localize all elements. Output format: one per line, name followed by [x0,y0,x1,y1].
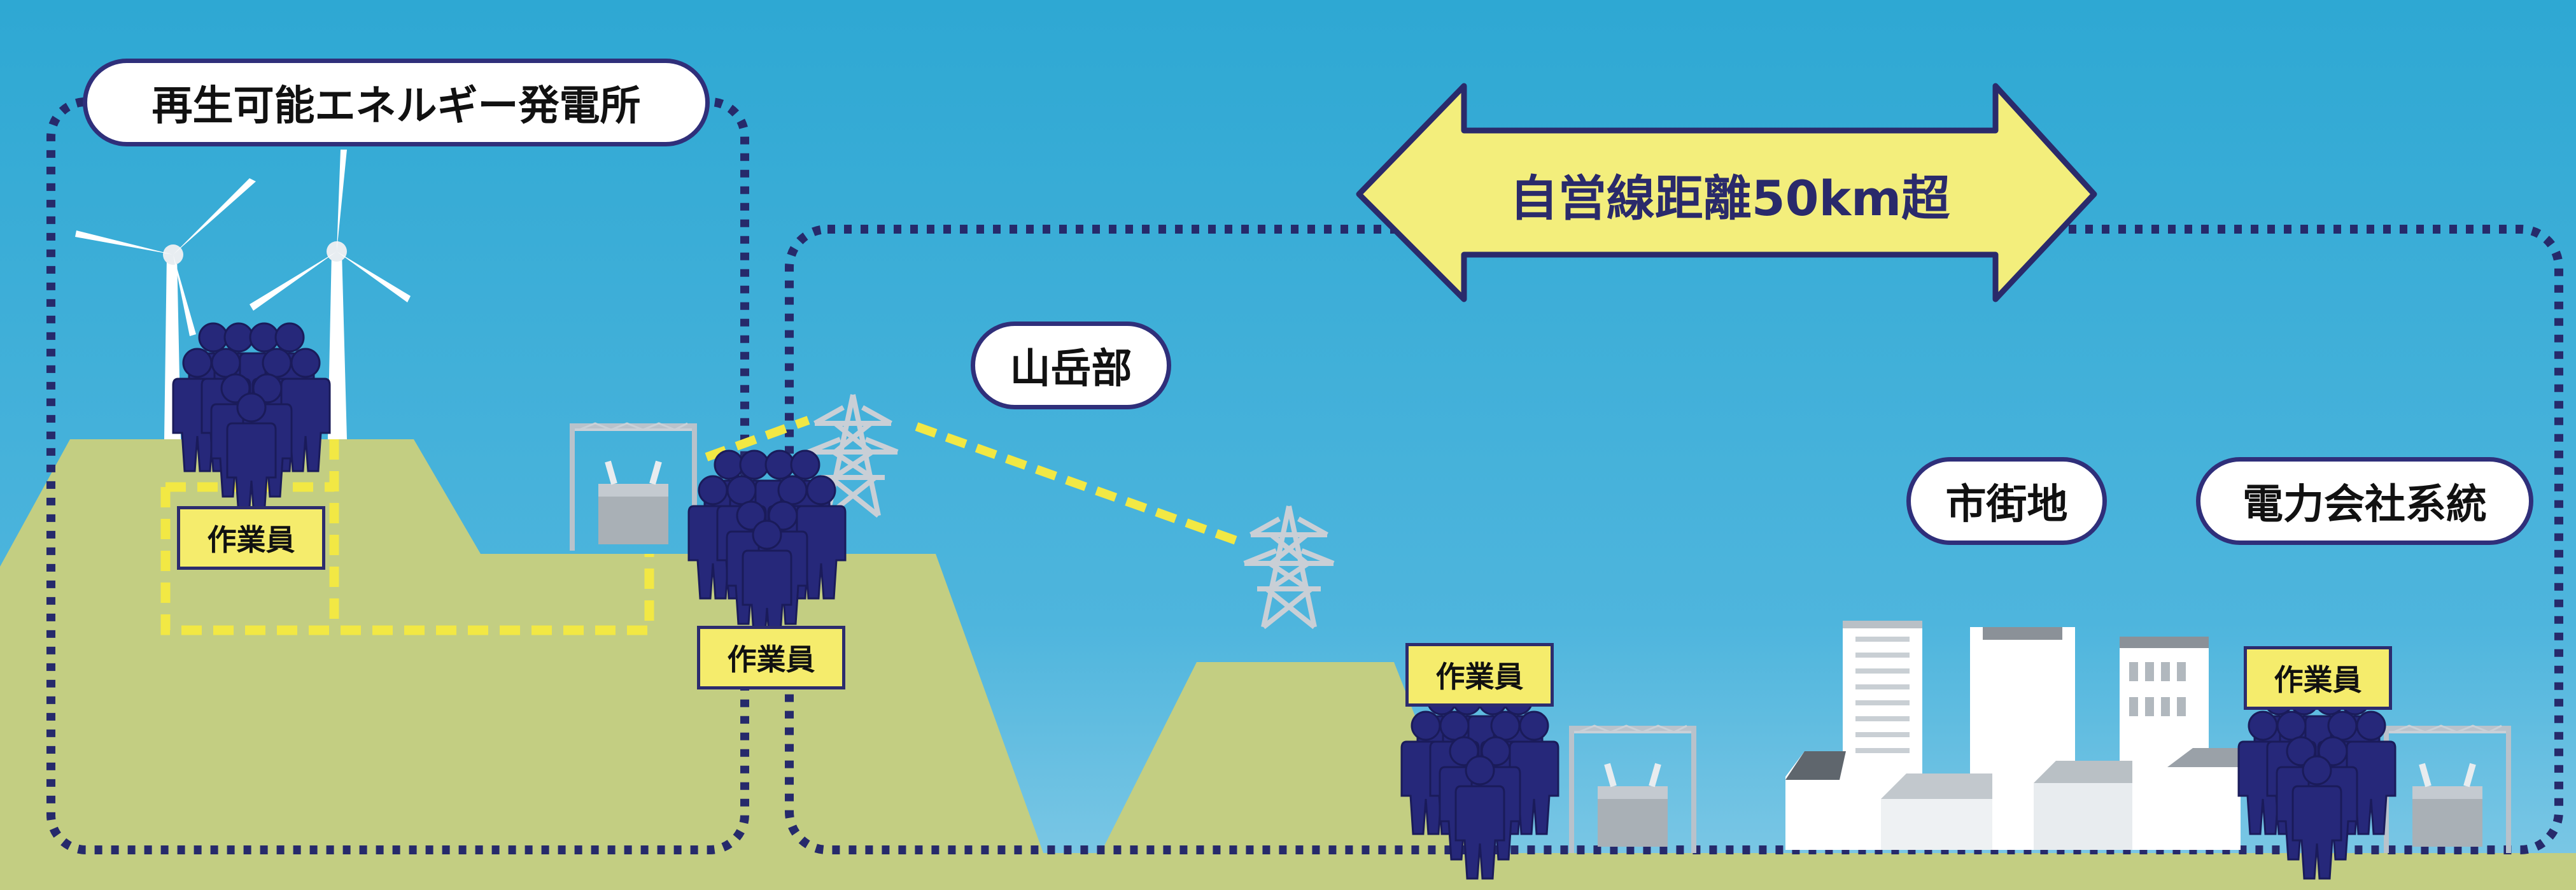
worker-tag: 作業員 [697,626,845,689]
worker-tag: 作業員 [177,506,325,570]
worker-tag: 作業員 [1405,643,1554,707]
mountain-label: 山岳部 [971,321,1171,409]
renewable-plant-label: 再生可能エネルギー発電所 [83,59,710,146]
underground-cable [160,439,654,635]
double-arrow-icon [1356,83,2097,302]
building-icon [1785,621,2241,850]
distance-label: 自営線距離50km超 [1509,170,1950,227]
wind-turbine-icon [250,150,411,439]
worker-tag: 作業員 [2244,646,2392,710]
renewable-plant-boundary [46,97,749,854]
urban-area-label: 市街地 [1906,457,2107,545]
utility-grid-label: 電力会社系統 [2196,457,2533,545]
